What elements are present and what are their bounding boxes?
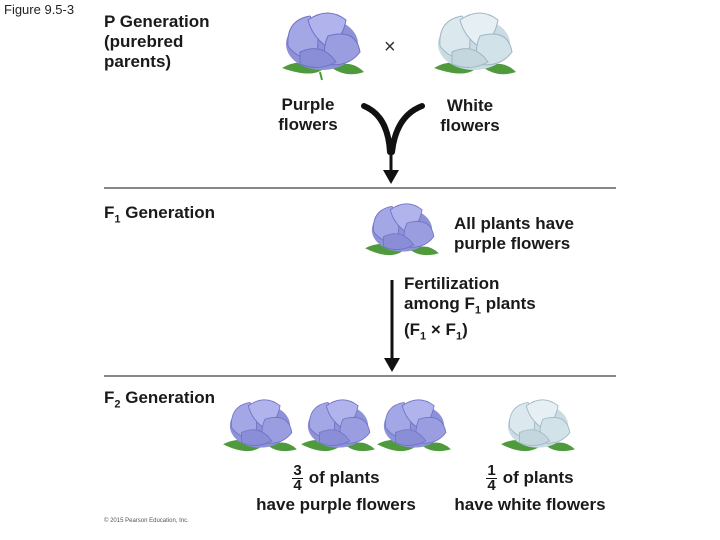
fertilization-line2-sub: 1 [474,304,481,317]
fertilization-text: Fertilization among F1 plants (F1 × F1) [404,274,536,347]
white-label-line1: White [446,96,494,115]
f2-label-sub: 2 [114,398,121,411]
f2-purple-flower-1 [223,399,297,452]
p-generation-line1: P Generation [104,12,210,31]
f2-purple-numerator: 3 [292,462,303,479]
merge-arrow-icon [361,103,425,184]
fertilization-line2-pre: among F [404,294,475,313]
f1-purple-flower-icon [365,203,439,256]
f2-label-rest: Generation [120,388,215,407]
f2-purple-flower-3 [377,399,451,452]
fertilization-line3-sub1: 1 [420,330,427,343]
f2-white-text1: of plants [502,467,574,487]
f2-white-numerator: 1 [486,462,497,479]
f2-purple-text1: of plants [308,467,380,487]
cross-symbol: × [384,36,396,58]
f2-white-text2: have white flowers [454,495,606,514]
fertilization-line1: Fertilization [404,274,500,293]
divider-f2 [104,375,616,377]
f2-white-ratio: 1 4 of plants have white flowers [444,462,616,515]
fertilization-line2: among F1 plants [404,294,536,320]
f1-generation-heading: F1 Generation [104,203,215,229]
f2-purple-ratio: 3 4 of plants have purple flowers [246,462,426,515]
f1-purple-flower [365,203,439,256]
fertilization-line3-b: × F [426,320,456,340]
white-parent-flower [434,12,516,75]
fertilization-line2-post: plants [480,294,536,313]
f1-label-main: F [104,203,115,222]
figure-label: Figure 9.5-3 [4,2,75,17]
f2-generation-heading: F2 Generation [104,388,215,414]
f2-purple-text2: have purple flowers [256,495,416,514]
down-arrow-icon [384,280,400,372]
f2-purple-flower-3-icon [377,399,451,452]
purple-parent-flower-icon [282,12,364,81]
f1-result-text: All plants have purple flowers [454,214,574,254]
white-label-line2: flowers [440,116,500,135]
f2-white-ratio-line1: 1 4 of plants [444,462,616,494]
white-parent-flower-icon [434,12,516,75]
f2-purple-fraction: 3 4 [292,462,303,494]
fertilization-line3: (F1 × F1) [404,320,536,346]
f1-label-rest: Generation [120,203,215,222]
f1-result-line2: purple flowers [454,234,571,253]
p-generation-line3: parents) [104,52,172,71]
copyright-note: © 2015 Pearson Education, Inc. [104,518,189,524]
p-generation-line2: (purebred [104,32,184,51]
purple-parent-flower [282,12,364,81]
f2-white-flower [501,399,575,452]
f2-purple-denominator: 4 [293,477,302,494]
f2-white-denominator: 4 [487,477,496,494]
f1-result-line1: All plants have [454,214,574,233]
fertilization-line3-sub2: 1 [455,330,463,343]
f2-purple-flower-1-icon [223,399,297,452]
purple-label-line2: flowers [278,115,338,134]
f2-purple-ratio-line1: 3 4 of plants [246,462,426,494]
divider-f1 [104,187,616,189]
purple-label-line1: Purple [281,95,335,114]
fertilization-line3-c: ) [462,320,468,340]
purple-parent-label: Purple flowers [268,95,348,135]
f2-purple-flower-2 [301,399,375,452]
white-parent-label: White flowers [430,96,510,136]
f2-label-main: F [104,388,115,407]
f1-label-sub: 1 [114,213,121,226]
p-generation-heading: P Generation (purebred parents) [104,12,210,72]
f2-white-fraction: 1 4 [486,462,497,494]
f2-purple-flower-2-icon [301,399,375,452]
fertilization-line3-a: (F [404,320,421,340]
f2-white-flower-icon [501,399,575,452]
